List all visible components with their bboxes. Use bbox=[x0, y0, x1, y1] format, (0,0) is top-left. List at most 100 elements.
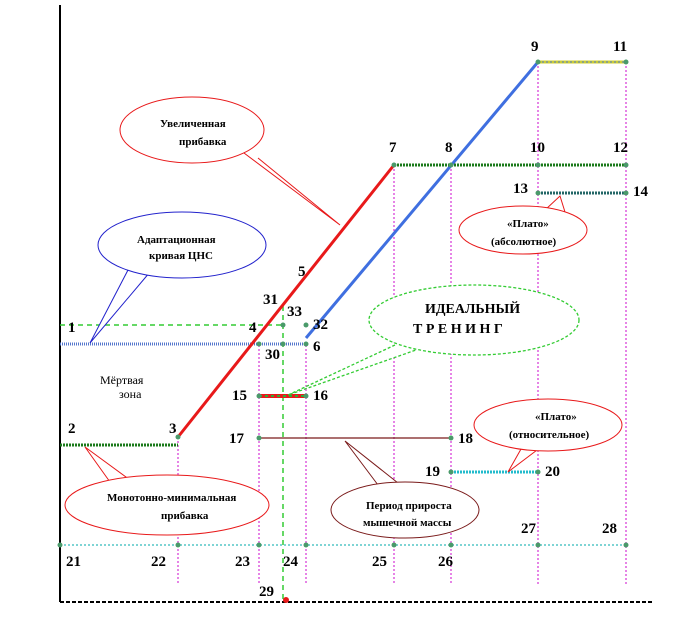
dot-17 bbox=[256, 435, 262, 441]
label-24: 24 bbox=[283, 554, 299, 570]
dot-24 bbox=[303, 542, 309, 548]
label-6: 6 bbox=[313, 339, 321, 355]
bubble-monotone-gain: Монотонно-минимальная прибавка bbox=[64, 446, 270, 536]
bubble-ideal-training-line2: Т Р Е Н И Н Г bbox=[413, 322, 503, 337]
bubble-monotone-gain-tail bbox=[84, 446, 131, 483]
bubble-increased-gain: Увеличенная прибавка bbox=[119, 96, 341, 226]
dot-12 bbox=[623, 162, 629, 168]
label-32: 32 bbox=[313, 317, 328, 333]
label-13: 13 bbox=[513, 181, 528, 197]
bubble-cns-curve-line1: Адаптационная bbox=[137, 234, 216, 246]
label-12: 12 bbox=[613, 140, 628, 156]
bubble-plateau-absolute-line1: «Плато» bbox=[507, 218, 549, 230]
dot-25 bbox=[391, 542, 397, 548]
label-7: 7 bbox=[389, 140, 397, 156]
dot-8 bbox=[448, 162, 454, 168]
bubble-monotone-gain-line2: прибавка bbox=[161, 510, 209, 522]
label-29: 29 bbox=[259, 584, 274, 600]
bubble-plateau-relative-body bbox=[473, 398, 623, 452]
bubble-increased-gain-tail bbox=[239, 149, 341, 226]
bubble-ideal-training-tail bbox=[287, 344, 417, 396]
bubble-cns-curve-body bbox=[97, 211, 267, 279]
dot-20 bbox=[535, 469, 541, 475]
label-18: 18 bbox=[458, 431, 473, 447]
dead-zone-line1: Мёртвая bbox=[100, 373, 144, 387]
label-28: 28 bbox=[602, 521, 617, 537]
label-20: 20 bbox=[545, 464, 560, 480]
label-15: 15 bbox=[232, 388, 247, 404]
bubble-muscle-growth: Период прироста мышечной массы bbox=[330, 440, 480, 539]
dot-16 bbox=[303, 393, 309, 399]
label-25: 25 bbox=[372, 554, 387, 570]
label-27: 27 bbox=[521, 521, 537, 537]
label-19: 19 bbox=[425, 464, 440, 480]
label-3: 3 bbox=[169, 421, 177, 437]
dot-7 bbox=[391, 162, 397, 168]
label-17: 17 bbox=[229, 431, 245, 447]
dot-19 bbox=[448, 469, 454, 475]
dot-9 bbox=[535, 59, 541, 65]
bubble-cns-curve-tail bbox=[89, 269, 151, 344]
bubble-plateau-absolute: «Плато» (абсолютное) bbox=[458, 195, 588, 255]
bubble-monotone-gain-line1: Монотонно-минимальная bbox=[107, 492, 236, 504]
bubble-increased-gain-line1: Увеличенная bbox=[160, 118, 226, 130]
label-2: 2 bbox=[68, 421, 76, 437]
bubble-plateau-relative-line1: «Плато» bbox=[535, 411, 577, 423]
dot-33 bbox=[280, 322, 286, 328]
dot-15 bbox=[256, 393, 262, 399]
dot-23 bbox=[256, 542, 262, 548]
bubble-muscle-growth-line1: Период прироста bbox=[366, 500, 452, 512]
label-21: 21 bbox=[66, 554, 81, 570]
label-10: 10 bbox=[530, 140, 545, 156]
dead-zone-line2: зона bbox=[119, 387, 142, 401]
bubble-muscle-growth-body bbox=[330, 481, 480, 539]
label-14: 14 bbox=[633, 184, 649, 200]
bubble-cns-curve: Адаптационная кривая ЦНС bbox=[89, 211, 267, 344]
dot-18 bbox=[448, 435, 454, 441]
dot-30 bbox=[280, 341, 286, 347]
label-16: 16 bbox=[313, 388, 329, 404]
bubble-increased-gain-body bbox=[119, 96, 265, 164]
label-33: 33 bbox=[287, 304, 302, 320]
dot-4 bbox=[256, 341, 262, 347]
bubble-ideal-training: ИДЕАЛЬНЫЙ Т Р Е Н И Н Г bbox=[287, 284, 580, 396]
label-31: 31 bbox=[263, 292, 278, 308]
blue-line-6-9 bbox=[304, 61, 540, 339]
dot-32 bbox=[303, 322, 309, 328]
bubble-plateau-absolute-body bbox=[458, 205, 588, 255]
point-markers bbox=[57, 59, 629, 548]
label-8: 8 bbox=[445, 140, 453, 156]
dot-6 bbox=[303, 341, 309, 347]
bubble-muscle-growth-tail bbox=[344, 440, 399, 486]
label-26: 26 bbox=[438, 554, 454, 570]
label-23: 23 bbox=[235, 554, 250, 570]
label-9: 9 bbox=[531, 39, 539, 55]
label-1: 1 bbox=[68, 320, 76, 336]
label-11: 11 bbox=[613, 39, 627, 55]
dot-26 bbox=[448, 542, 454, 548]
bubble-plateau-absolute-line2: (абсолютное) bbox=[491, 236, 556, 248]
red-line-3-7 bbox=[176, 164, 396, 438]
label-22: 22 bbox=[151, 554, 166, 570]
dot-22 bbox=[175, 542, 181, 548]
dot-3 bbox=[175, 434, 181, 440]
dot-14 bbox=[623, 190, 629, 196]
bubble-muscle-growth-line2: мышечной массы bbox=[363, 517, 452, 529]
bubble-monotone-gain-body bbox=[64, 474, 270, 536]
dot-28 bbox=[623, 542, 629, 548]
dot-29 bbox=[283, 597, 289, 603]
bubble-cns-curve-line2: кривая ЦНС bbox=[149, 250, 213, 262]
dot-10 bbox=[535, 162, 541, 168]
bubble-plateau-relative-line2: (относительное) bbox=[509, 429, 589, 441]
dot-27 bbox=[535, 542, 541, 548]
label-5: 5 bbox=[298, 264, 306, 280]
bubble-ideal-training-line1: ИДЕАЛЬНЫЙ bbox=[425, 300, 520, 317]
label-4: 4 bbox=[249, 320, 257, 336]
dot-13 bbox=[535, 190, 541, 196]
bubble-ideal-training-body bbox=[368, 284, 580, 356]
label-30: 30 bbox=[265, 347, 280, 363]
dot-21 bbox=[57, 542, 63, 548]
dot-11 bbox=[623, 59, 629, 65]
bubble-increased-gain-line2: прибавка bbox=[179, 136, 227, 148]
bubble-plateau-relative: «Плато» (относительное) bbox=[473, 398, 623, 473]
